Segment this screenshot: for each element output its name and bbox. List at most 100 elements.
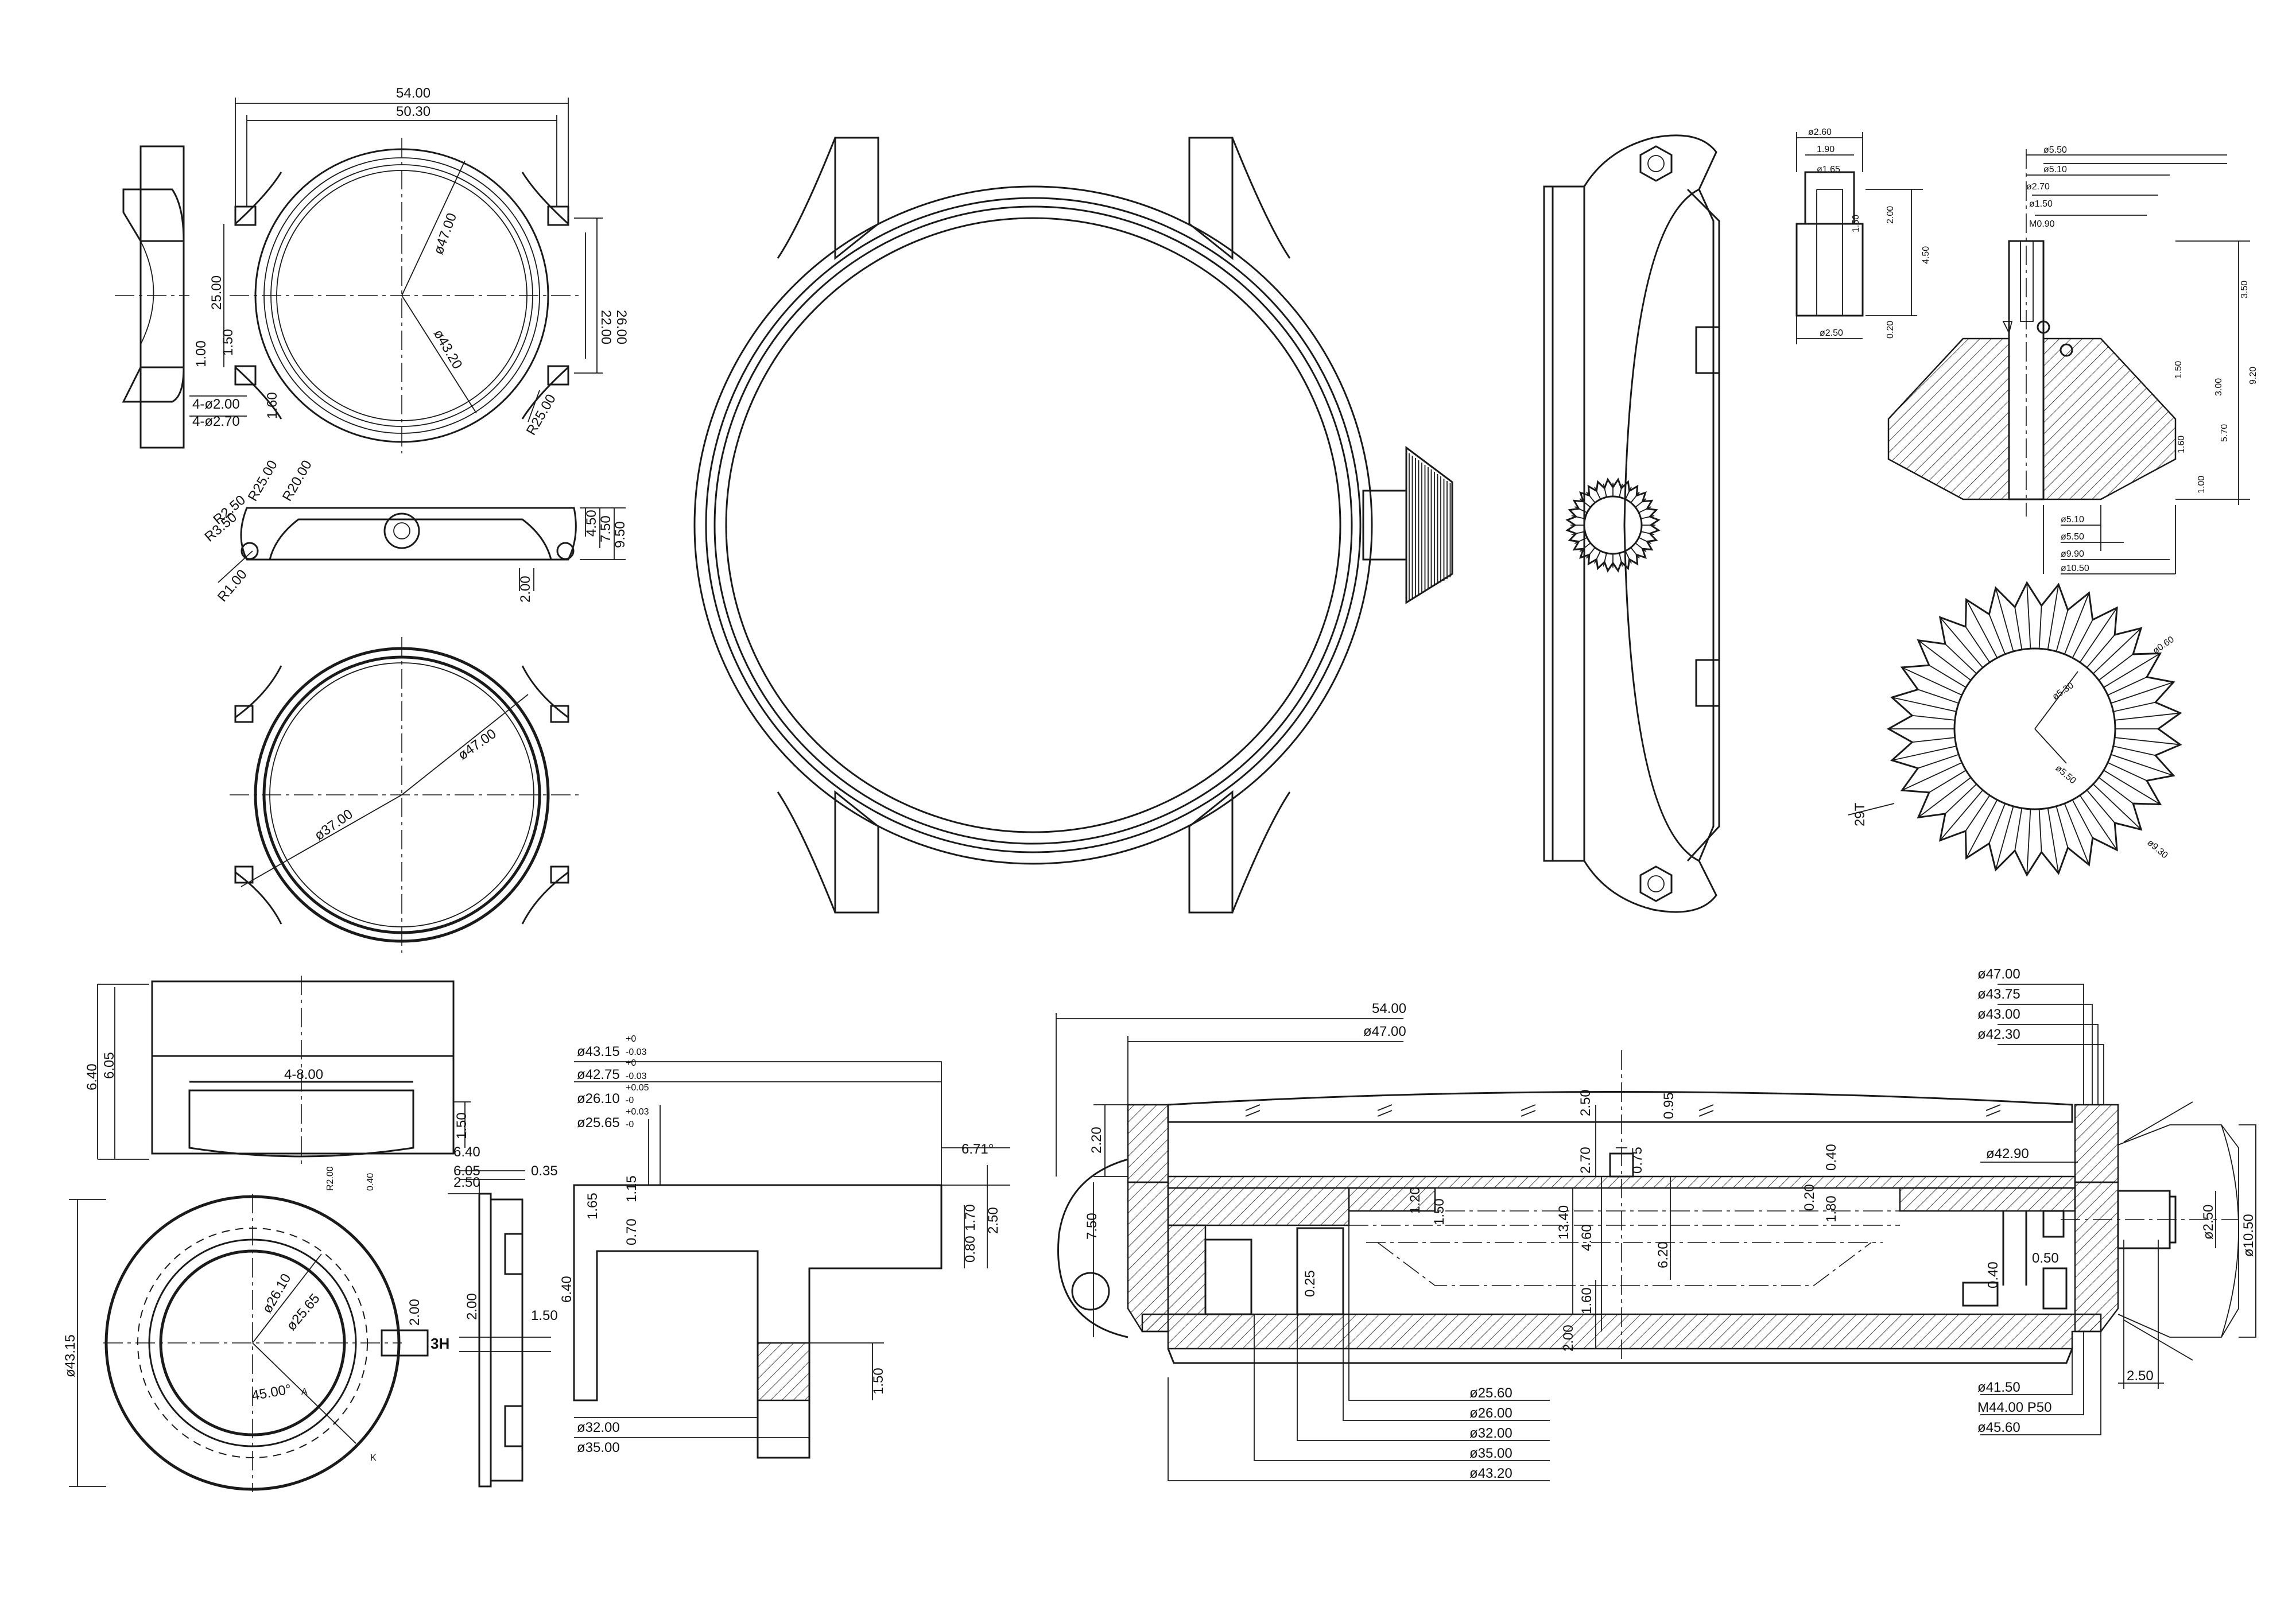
crown-d10: ø5.10 [2043, 165, 2067, 174]
knurl-stroke [1902, 667, 1963, 696]
knurl-stroke [2055, 806, 2069, 848]
caseback-b1: 1.50 [454, 1112, 470, 1139]
side-profile-case [1543, 134, 1720, 913]
cbsec-t4: +0.03 [626, 1107, 649, 1117]
knurl-stroke [2098, 777, 2134, 804]
knurl-stroke [2113, 701, 2156, 712]
knurl-stroke [2115, 737, 2181, 746]
crown-d13: M0.90 [2029, 219, 2055, 229]
caseback-ref-a: A [301, 1387, 308, 1397]
knurl-stroke [2072, 619, 2093, 658]
crown-d3: ø1.65 [1817, 165, 1840, 174]
cbsec-t3b: -0 [626, 1096, 634, 1105]
dim-width-overall: 54.00 [396, 86, 430, 101]
knurl-stroke [1638, 506, 1652, 514]
knurl-stroke [1638, 537, 1652, 544]
top-view-case: 54.00 50.30 ø47.00 ø43.20 22.00 26.00 25… [115, 86, 629, 453]
side-h2: 7.50 [598, 515, 614, 542]
asm-h11: 1.60 [1579, 1287, 1595, 1314]
knurl-stroke [1624, 486, 1632, 500]
knurl-stroke [1929, 770, 1967, 793]
knurl-stroke [1619, 553, 1623, 567]
asm-b2: ø26.00 [1469, 1405, 1512, 1421]
caseback-h1: 6.40 [84, 1063, 100, 1090]
caseback-d1: ø26.10 [259, 1271, 294, 1316]
front-crown-teeth [1409, 453, 1451, 600]
cbside-d: 2.50 [453, 1175, 480, 1190]
knurl-stroke [1603, 483, 1607, 498]
knurl-stroke [1574, 537, 1588, 544]
knurl-stroke [1640, 515, 1655, 519]
side-r5: R1.00 [215, 566, 250, 604]
knurl-stroke [1945, 643, 1977, 674]
knurl-stroke [2026, 809, 2031, 875]
knurl-stroke [1574, 506, 1588, 514]
cbsec-h3: 0.80 [963, 1236, 978, 1263]
knurl-stroke [1579, 498, 1591, 508]
cbsec-h5: 1.15 [624, 1175, 639, 1202]
dim-lug-inner: 25.00 [209, 275, 224, 310]
knurl-stroke [1917, 754, 1959, 769]
knurl-stroke [2038, 809, 2042, 852]
asm-h18: 0.50 [2032, 1251, 2059, 1266]
bottom-d1: ø47.00 [455, 726, 499, 763]
dim-d2: 1.50 [220, 329, 236, 356]
asm-b4: ø35.00 [1469, 1446, 1512, 1461]
knurl-stroke [1995, 806, 2014, 870]
crown-d7: 2.00 [1886, 206, 1895, 224]
asm-c2: ø10.50 [2241, 1214, 2256, 1257]
caseback-t1: 2.00 [407, 1299, 422, 1326]
crown-d5: 0.20 [1886, 321, 1895, 339]
cbsec-b2: ø35.00 [577, 1440, 620, 1455]
side-r1: R25.00 [245, 457, 281, 504]
knurl-stroke [2111, 681, 2174, 704]
asm-h6: 0.75 [1630, 1147, 1645, 1174]
side-crown-hub [1583, 495, 1643, 555]
asm-h19: 0.40 [1985, 1261, 2001, 1288]
knurl-stroke [2107, 676, 2147, 696]
cbsec-h7: 1.65 [585, 1193, 600, 1220]
cbsec-t3: +0.05 [626, 1083, 649, 1093]
knurl-stroke [1571, 531, 1585, 535]
knurl-stroke [1586, 491, 1596, 503]
asm-b6: ø41.50 [1977, 1380, 2020, 1395]
crown-d2: 1.90 [1817, 145, 1835, 154]
cbsec-h6: 0.70 [624, 1218, 639, 1245]
knurl-stroke [1902, 762, 1963, 791]
crown-d20: 1.00 [2197, 476, 2206, 494]
asm-b1: ø25.60 [1469, 1385, 1512, 1401]
knurl-stroke [1630, 547, 1640, 559]
knurl-stroke [2055, 609, 2069, 652]
cbsec-t1: +0 [626, 1034, 636, 1044]
knurl-stroke [2113, 746, 2156, 756]
knurl-stroke [2107, 762, 2147, 782]
asm-top1: 54.00 [1372, 1001, 1406, 1016]
asm-h2: 7.50 [1084, 1213, 1100, 1240]
asm-h3: 2.50 [1578, 1089, 1593, 1116]
cbsec-h2: 2.50 [986, 1207, 1001, 1234]
caseback-d2: ø25.65 [284, 1291, 323, 1334]
knurl-stroke [2014, 808, 2023, 851]
knurl-stroke [1571, 515, 1585, 519]
cbsec-t2: +0 [626, 1058, 636, 1068]
crown-d1: ø2.60 [1808, 127, 1832, 137]
side-view-case: R25.00 R20.00 R2.50 R3.50 R1.00 4.50 7.5… [202, 457, 628, 604]
asm-r1: ø47.00 [1977, 966, 2020, 982]
knurl-stroke [2086, 790, 2115, 824]
asm-b5: ø43.20 [1469, 1466, 1512, 1481]
knurl-stroke [1965, 799, 1998, 859]
cbsec-angle: 6.71° [961, 1141, 994, 1157]
knurl-stroke [1635, 542, 1647, 552]
knurl-stroke [2111, 754, 2174, 776]
knurl-stroke [1624, 550, 1632, 564]
knurl-stroke [2093, 627, 2142, 674]
asm-h17: 0.25 [1302, 1270, 1318, 1297]
asm-h1: 2.20 [1089, 1127, 1104, 1154]
knurl-stroke [1635, 498, 1647, 508]
knurl-stroke [1594, 486, 1601, 500]
knurl-stroke [1586, 547, 1596, 559]
cbsec-b1: ø32.00 [577, 1420, 620, 1435]
cbside-b: 6.05 [453, 1163, 480, 1179]
knurl-stroke [2014, 607, 2023, 650]
cbsec-h4: 6.40 [559, 1276, 575, 1303]
